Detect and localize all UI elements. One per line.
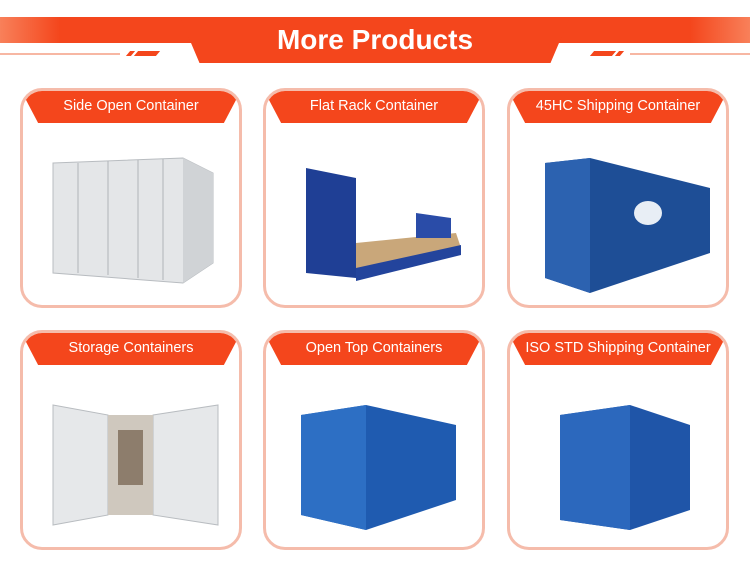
product-card[interactable]: Side Open Container <box>20 88 242 308</box>
blue-iso-std-container-image <box>560 405 690 530</box>
card-tab: 45HC Shipping Container <box>510 91 726 123</box>
white-open-storage-container-image <box>52 404 219 526</box>
white-side-open-container-image <box>52 157 214 284</box>
blue-open-top-container-image <box>301 405 456 530</box>
card-label: Storage Containers <box>68 340 194 356</box>
card-label: Open Top Containers <box>305 340 443 356</box>
product-card[interactable]: Flat Rack Container <box>263 88 485 308</box>
card-tab: Side Open Container <box>23 91 239 123</box>
product-card[interactable]: 45HC Shipping Container <box>507 88 729 308</box>
page-title: More Products <box>276 24 474 55</box>
product-card[interactable]: ISO STD Shipping Container <box>507 330 729 550</box>
header-center <box>180 17 570 63</box>
product-card[interactable]: Open Top Containers <box>263 330 485 550</box>
blue-45hc-container-image <box>545 158 710 293</box>
product-card[interactable]: Storage Containers <box>20 330 242 550</box>
divider <box>630 53 750 55</box>
divider <box>0 53 120 55</box>
card-label: Flat Rack Container <box>309 98 439 114</box>
card-tab: ISO STD Shipping Container <box>510 333 726 365</box>
card-label: Side Open Container <box>63 98 199 114</box>
card-label: ISO STD Shipping Container <box>525 340 711 356</box>
card-label: 45HC Shipping Container <box>535 98 701 114</box>
blue-flat-rack-container-image <box>306 168 461 281</box>
card-tab: Storage Containers <box>23 333 239 365</box>
card-tab: Open Top Containers <box>266 333 482 365</box>
card-tab: Flat Rack Container <box>266 91 482 123</box>
